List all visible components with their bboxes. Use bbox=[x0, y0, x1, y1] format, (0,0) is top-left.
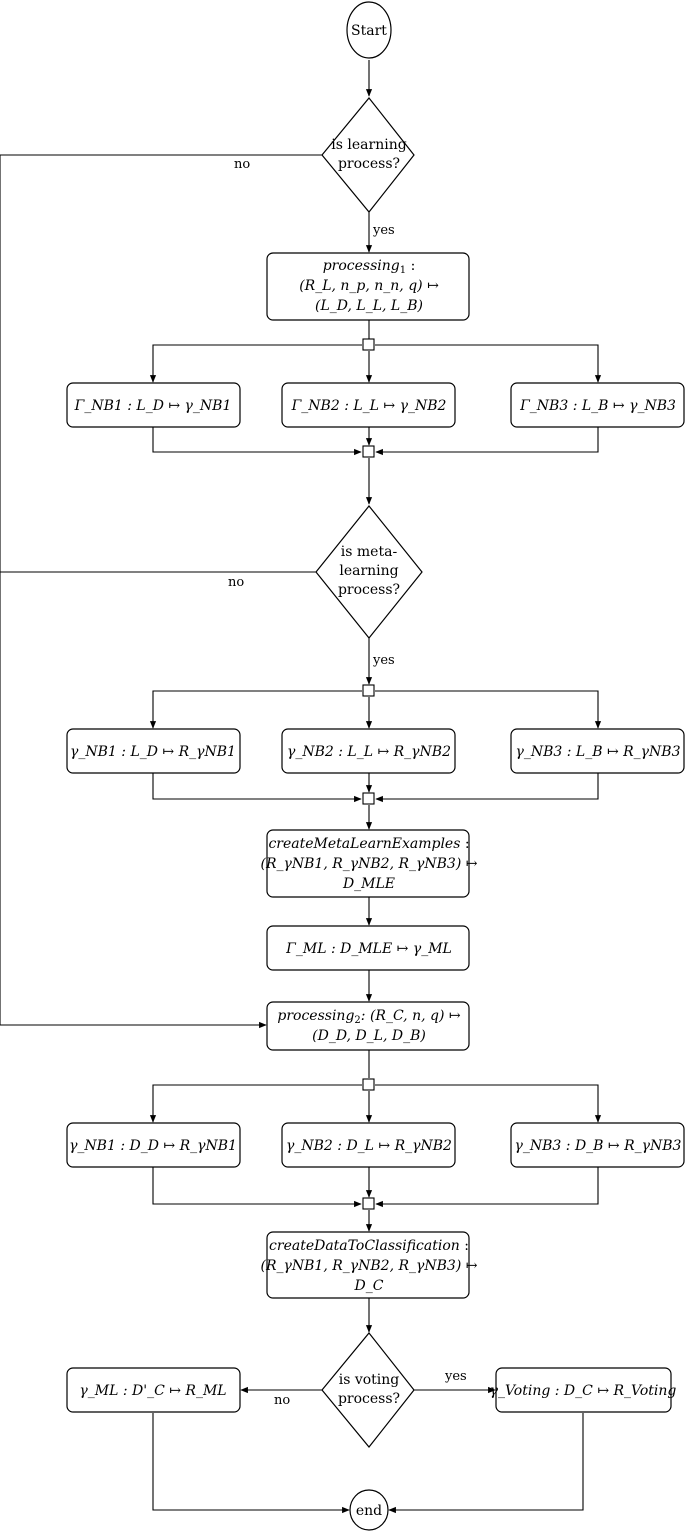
apply-nb2-node: γ_NB2 : L_L ↦ R_γNB2 bbox=[281, 728, 456, 774]
processing2-node: processing2: (R_C, n, q) ↦ (D_D, D_L, D_… bbox=[266, 1001, 470, 1051]
edge-vote-to-end bbox=[388, 1413, 584, 1514]
train-ml-node: Γ_ML : D_MLE ↦ γ_ML bbox=[266, 925, 470, 971]
end-label: end bbox=[356, 1503, 382, 1519]
processing1-node: processing1 : (R_L, n_p, n_n, q) ↦ (L_D,… bbox=[266, 252, 470, 321]
meta-decision-line-3: process? bbox=[338, 582, 400, 598]
merge-junction-1 bbox=[362, 445, 375, 458]
ml-classify-node: γ_ML : D'_C ↦ R_ML bbox=[66, 1367, 241, 1413]
voting-label: γ_Voting : D_C ↦ R_Voting bbox=[490, 1383, 677, 1399]
split-junction-2 bbox=[362, 684, 375, 697]
start-label: Start bbox=[351, 23, 387, 39]
train-nb2-node: Γ_NB2 : L_L ↦ γ_NB2 bbox=[281, 382, 456, 428]
meta-decision-line-2: learning bbox=[339, 563, 398, 579]
apply-nb2-label: γ_NB2 : L_L ↦ R_γNB2 bbox=[287, 744, 451, 760]
processing2-line-1: processing2: (R_C, n, q) ↦ bbox=[277, 1008, 460, 1026]
edge-labels: yes no yes no yes no bbox=[228, 157, 467, 1408]
edge-nb1-merge1 bbox=[152, 427, 362, 456]
edge-ml-to-end bbox=[152, 1413, 350, 1514]
edge-split2-nb1 bbox=[149, 690, 362, 729]
train-nb3-label: Γ_NB3 : L_B ↦ γ_NB3 bbox=[519, 398, 676, 414]
ml-classify-label: γ_ML : D'_C ↦ R_ML bbox=[79, 1383, 226, 1399]
classify-nb3-label: γ_NB3 : D_B ↦ R_γNB3 bbox=[515, 1138, 682, 1154]
edge-cls1-merge3 bbox=[152, 1167, 362, 1208]
split-junction-1 bbox=[362, 338, 375, 351]
learning-decision-line-1: is learning bbox=[331, 137, 406, 153]
edge-nb3-merge1 bbox=[375, 427, 599, 456]
classify-nb2-node: γ_NB2 : D_L ↦ R_γNB2 bbox=[281, 1122, 456, 1168]
label-voting-no: no bbox=[274, 1393, 290, 1408]
end-node: end bbox=[349, 1489, 389, 1531]
edge-cls3-merge3 bbox=[375, 1167, 599, 1208]
edge-split3-nb1 bbox=[149, 1084, 362, 1123]
apply-nb3-label: γ_NB3 : L_B ↦ R_γNB3 bbox=[516, 744, 681, 760]
edge-learning-no bbox=[0, 154, 322, 1029]
create-data-line-2: (R_γNB1, R_γNB2, R_γNB3) ↦ bbox=[261, 1258, 478, 1274]
meta-decision-line-1: is meta- bbox=[341, 544, 398, 560]
label-meta-no: no bbox=[228, 575, 244, 590]
start-node: Start bbox=[346, 1, 392, 59]
create-meta-line-3: D_MLE bbox=[342, 876, 395, 892]
train-nb2-label: Γ_NB2 : L_L ↦ γ_NB2 bbox=[291, 398, 447, 414]
classify-nb2-label: γ_NB2 : D_L ↦ R_γNB2 bbox=[286, 1138, 452, 1154]
train-ml-label: Γ_ML : D_MLE ↦ γ_ML bbox=[285, 941, 452, 957]
create-meta-title: createMetaLearnExamples : bbox=[268, 836, 469, 852]
create-meta-node: createMetaLearnExamples : (R_γNB1, R_γNB… bbox=[261, 829, 478, 898]
create-data-title: createDataToClassification : bbox=[269, 1238, 469, 1254]
train-nb1-label: Γ_NB1 : L_D ↦ γ_NB1 bbox=[74, 398, 232, 414]
processing1-title: processing1 : bbox=[323, 258, 416, 276]
classify-nb3-node: γ_NB3 : D_B ↦ R_γNB3 bbox=[510, 1122, 685, 1168]
apply-nb3-node: γ_NB3 : L_B ↦ R_γNB3 bbox=[510, 728, 685, 774]
apply-nb1-node: γ_NB1 : L_D ↦ R_γNB1 bbox=[66, 728, 241, 774]
classify-nb1-label: γ_NB1 : D_D ↦ R_γNB1 bbox=[69, 1138, 237, 1154]
apply-nb1-label: γ_NB1 : L_D ↦ R_γNB1 bbox=[70, 744, 236, 760]
classify-nb1-node: γ_NB1 : D_D ↦ R_γNB1 bbox=[66, 1122, 241, 1168]
edges bbox=[0, 60, 602, 1514]
processing1-line-3: (L_D, L_L, L_B) bbox=[315, 298, 423, 314]
merge-junction-2 bbox=[362, 792, 375, 805]
label-voting-yes: yes bbox=[444, 1369, 467, 1384]
edge-split1-nb1 bbox=[149, 344, 362, 383]
junctions bbox=[362, 338, 375, 1210]
voting-decision: is voting process? bbox=[321, 1332, 415, 1448]
train-nb3-node: Γ_NB3 : L_B ↦ γ_NB3 bbox=[510, 382, 685, 428]
split-junction-3 bbox=[362, 1078, 375, 1091]
meta-decision: is meta- learning process? bbox=[315, 505, 423, 639]
create-data-node: createDataToClassification : (R_γNB1, R_… bbox=[261, 1231, 478, 1299]
learning-decision: is learning process? bbox=[321, 97, 415, 213]
edge-split2-nb3 bbox=[375, 690, 602, 729]
merge-junction-3 bbox=[362, 1197, 375, 1210]
edge-apply1-merge2 bbox=[152, 773, 362, 803]
label-learning-yes: yes bbox=[372, 223, 395, 238]
voting-node: γ_Voting : D_C ↦ R_Voting bbox=[490, 1367, 677, 1413]
voting-decision-line-1: is voting bbox=[339, 1372, 400, 1388]
edge-apply3-merge2 bbox=[375, 773, 599, 803]
voting-decision-line-2: process? bbox=[338, 1391, 400, 1407]
processing2-line-2: (D_D, D_L, D_B) bbox=[312, 1028, 426, 1044]
label-meta-yes: yes bbox=[372, 653, 395, 668]
create-meta-line-2: (R_γNB1, R_γNB2, R_γNB3) ↦ bbox=[261, 856, 478, 872]
create-data-line-3: D_C bbox=[354, 1278, 384, 1294]
edge-split3-nb3 bbox=[375, 1084, 602, 1123]
label-learning-no: no bbox=[234, 157, 250, 172]
processing1-line-2: (R_L, n_p, n_n, q) ↦ bbox=[299, 278, 439, 294]
learning-decision-line-2: process? bbox=[338, 156, 400, 172]
edge-split1-nb3 bbox=[375, 344, 602, 383]
train-nb1-node: Γ_NB1 : L_D ↦ γ_NB1 bbox=[66, 382, 241, 428]
